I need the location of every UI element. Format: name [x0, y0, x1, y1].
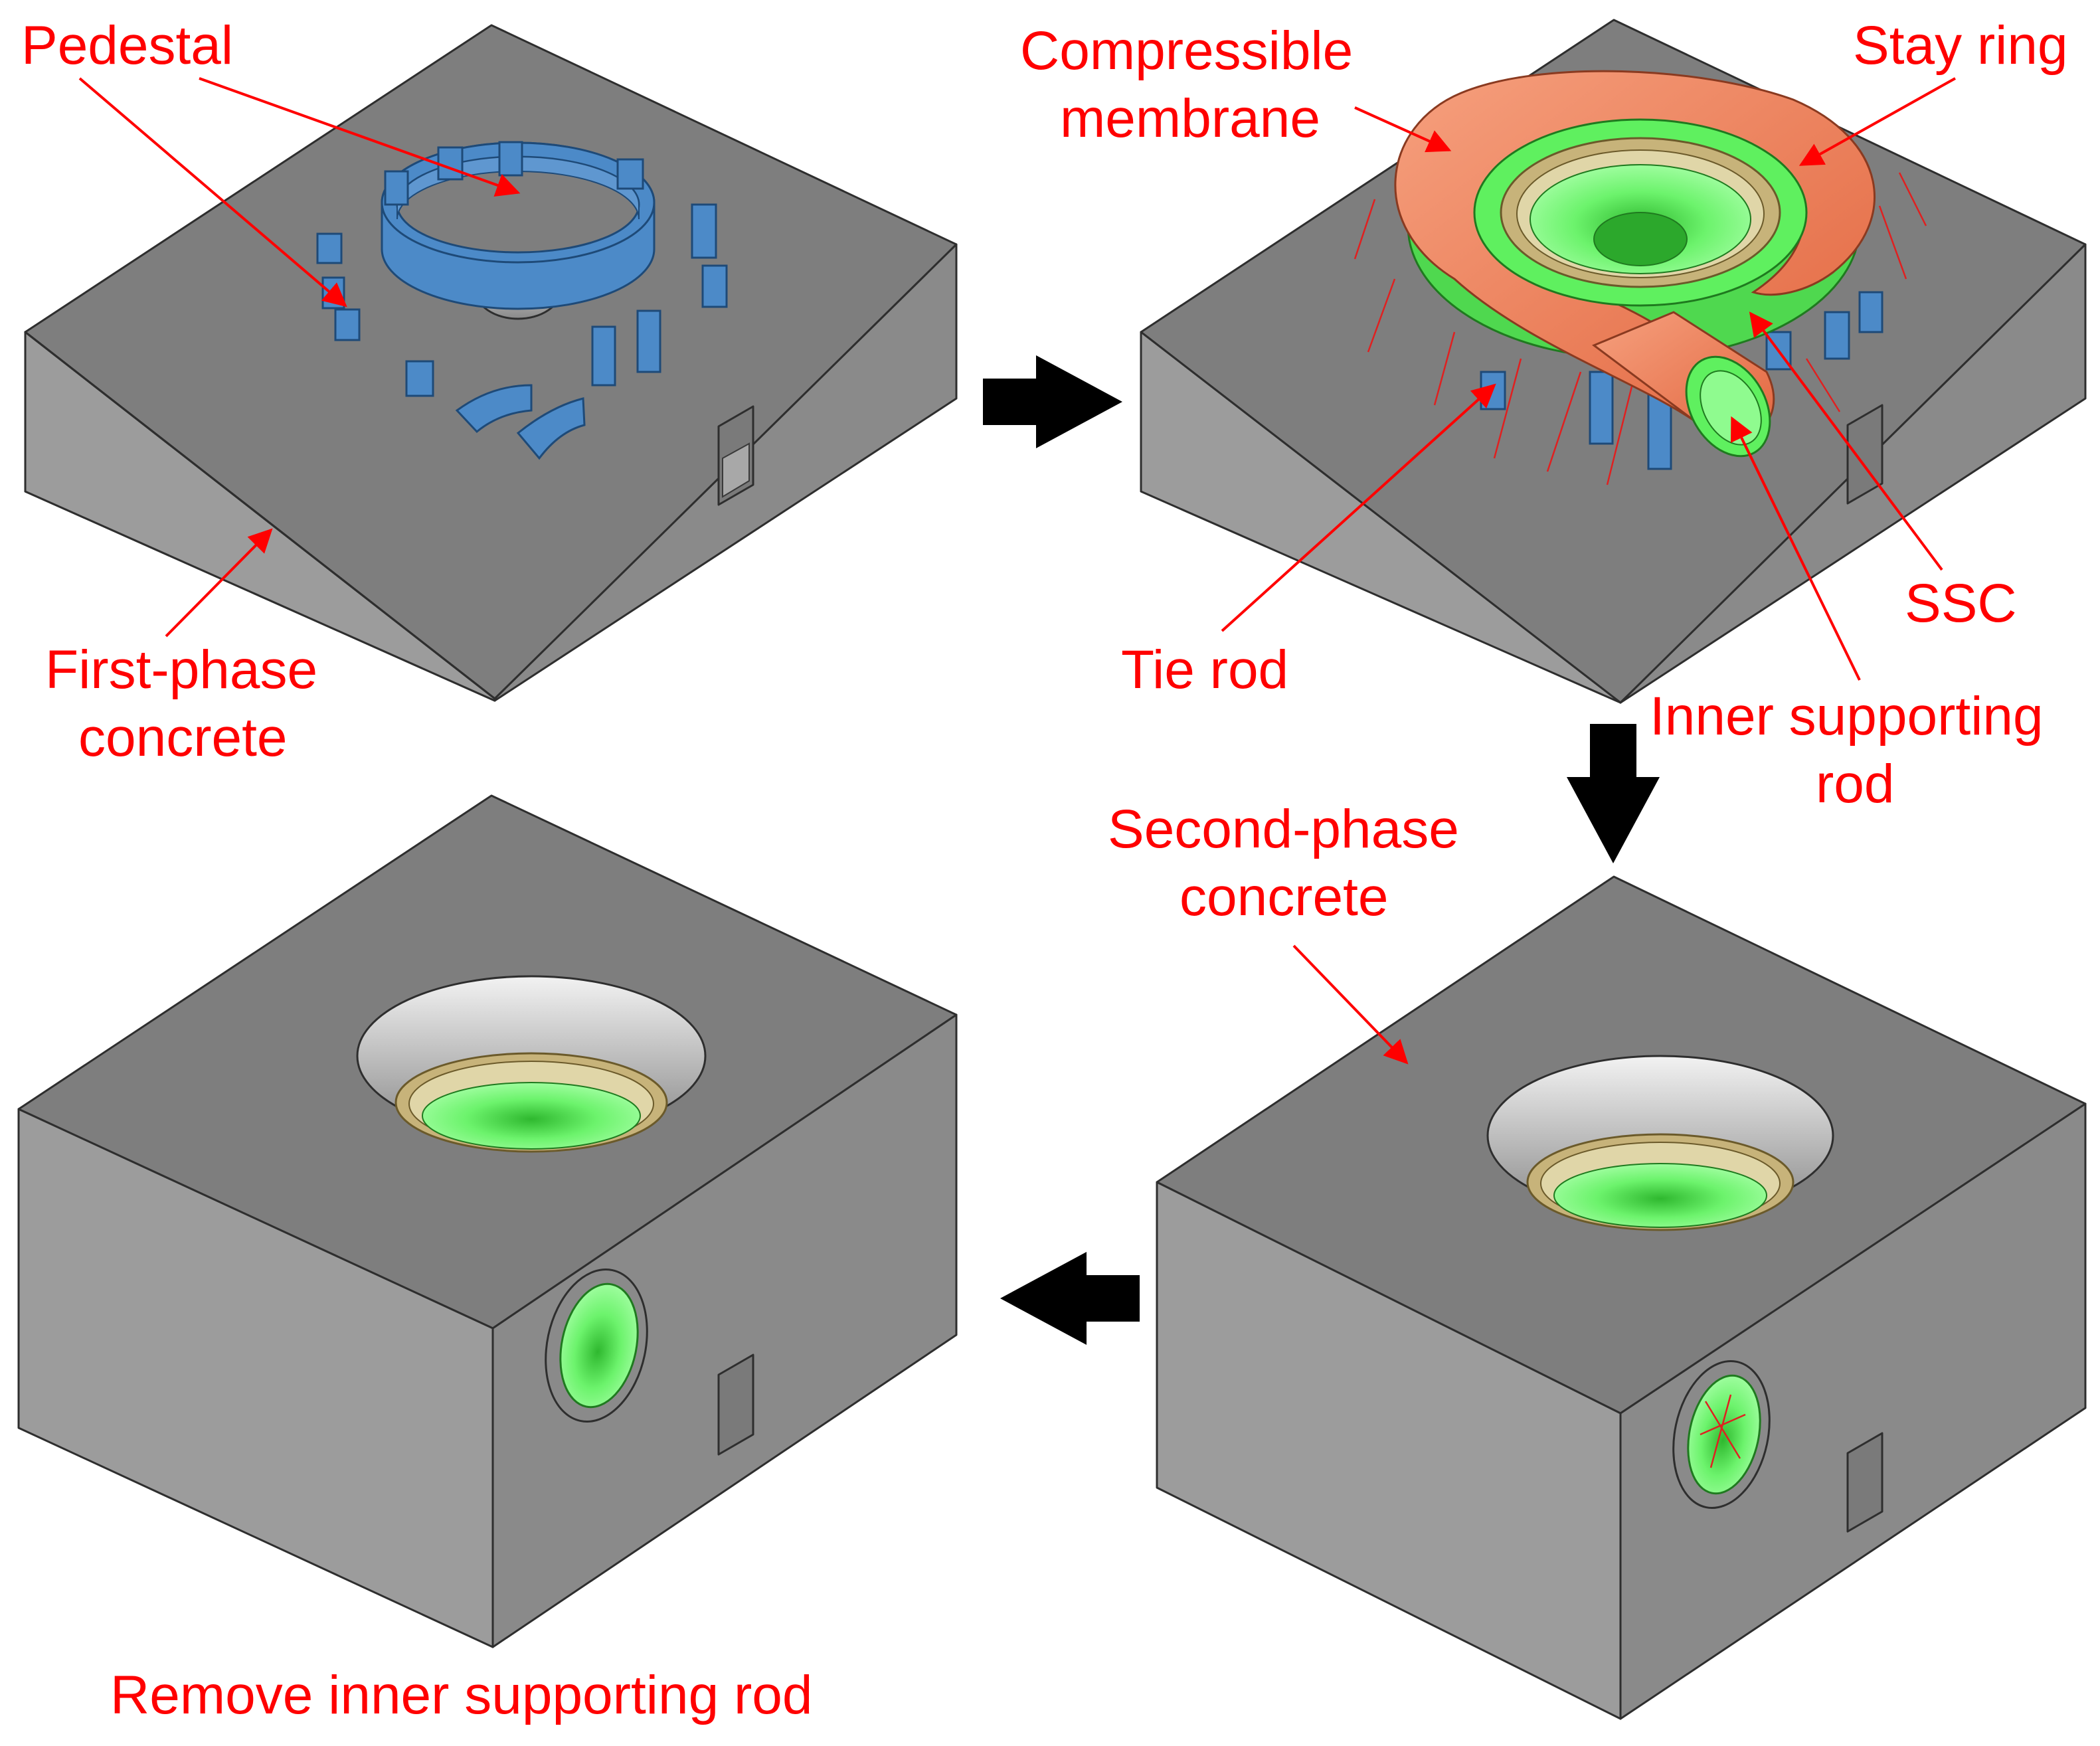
label-second-phase-line1: Second-phase	[1108, 799, 1459, 859]
pedestal-block	[1824, 311, 1850, 360]
tie-rod	[1606, 378, 1635, 485]
pedestal-block	[636, 309, 661, 373]
pedestal-block	[1480, 371, 1506, 410]
leader-first-phase	[165, 528, 273, 638]
pedestal-block	[691, 203, 717, 259]
label-compressible-line2: membrane	[1060, 88, 1320, 149]
leader-inner-rod	[1731, 416, 1861, 681]
label-inner-rod-line2: rod	[1816, 754, 1895, 814]
pedestal-block	[591, 325, 616, 387]
tie-rod	[1878, 205, 1907, 280]
block-right-face	[1619, 1102, 2087, 1720]
pedestal-block	[384, 170, 409, 206]
draft-cone	[1593, 212, 1688, 266]
pedestal-blocks	[316, 141, 728, 460]
label-inner-rod-line1: Inner supporting	[1650, 686, 2044, 746]
inlet-green	[559, 1282, 639, 1409]
pedestal-block	[321, 276, 345, 309]
block-front-left	[1140, 331, 1622, 704]
pedestal-block	[1858, 291, 1883, 333]
inner-rod	[1704, 1401, 1741, 1459]
leader-second-phase	[1292, 944, 1409, 1065]
leader-stay-ring	[1798, 77, 1956, 166]
tie-rod	[1805, 358, 1841, 412]
first-phase-concrete-block	[24, 24, 958, 702]
label-compressible-line1: Compressible	[1020, 21, 1353, 81]
pedestal-curved-block	[516, 397, 586, 460]
label-pedestal: Pedestal	[21, 15, 233, 76]
label-ssc: SSC	[1905, 573, 2017, 634]
pedestal-block	[437, 146, 464, 181]
pedestal-block	[1589, 371, 1614, 445]
leader-pedestal-ring	[199, 77, 521, 197]
block-left-thickness	[24, 331, 496, 700]
inlet-green	[1687, 1374, 1761, 1495]
flow-arrow-right	[983, 355, 1122, 448]
panel-spiral-case: Compressible membrane Stay ring SSC Tie …	[1020, 15, 2087, 814]
pedestal-block	[498, 141, 523, 177]
label-second-phase-line2: concrete	[1180, 867, 1389, 927]
inner-supporting-rods	[1700, 1394, 1746, 1468]
block-top-face	[24, 24, 958, 700]
pedestal-block	[316, 232, 343, 264]
block-right-face	[491, 1013, 958, 1648]
pedestal-curved-block	[455, 384, 533, 434]
block-opening	[1846, 1432, 1883, 1533]
pedestal-block	[334, 308, 361, 341]
leader-compressible	[1354, 106, 1452, 153]
pedestal-block	[616, 158, 644, 190]
label-remove-rod: Remove inner supporting rod	[110, 1665, 812, 1725]
panel-first-phase: Pedestal First-phase concrete	[21, 15, 958, 768]
flow-arrow-left	[1000, 1252, 1140, 1345]
pit-green	[1553, 1163, 1767, 1228]
tie-rod	[1433, 331, 1456, 406]
label-stay-ring: Stay ring	[1853, 15, 2068, 76]
tie-rod	[1898, 172, 1927, 226]
panel-rod-removed: Remove inner supporting rod	[17, 794, 958, 1725]
tie-rods	[1354, 172, 1927, 485]
label-first-phase-line2: concrete	[78, 707, 288, 768]
block-opening-inner	[722, 442, 750, 498]
tie-rod	[1354, 199, 1376, 260]
spiral-case	[1394, 70, 1876, 458]
tie-rod	[1367, 278, 1396, 353]
inner-rod	[1709, 1394, 1732, 1468]
flow-arrow-down	[1567, 724, 1660, 863]
label-tie-rod: Tie rod	[1121, 640, 1288, 700]
pedestal-block	[405, 360, 434, 397]
block-opening	[717, 1353, 754, 1456]
tie-rod	[1493, 358, 1522, 459]
panel-second-phase: Second-phase concrete	[1108, 799, 2087, 1720]
leader-pedestal-block	[78, 77, 347, 307]
label-first-phase-line1: First-phase	[45, 640, 317, 700]
pit-green	[422, 1082, 641, 1150]
pedestal-block	[701, 264, 728, 308]
leader-ssc	[1749, 311, 1943, 571]
leader-tie-rod	[1221, 383, 1496, 632]
tie-rod	[1546, 371, 1582, 472]
